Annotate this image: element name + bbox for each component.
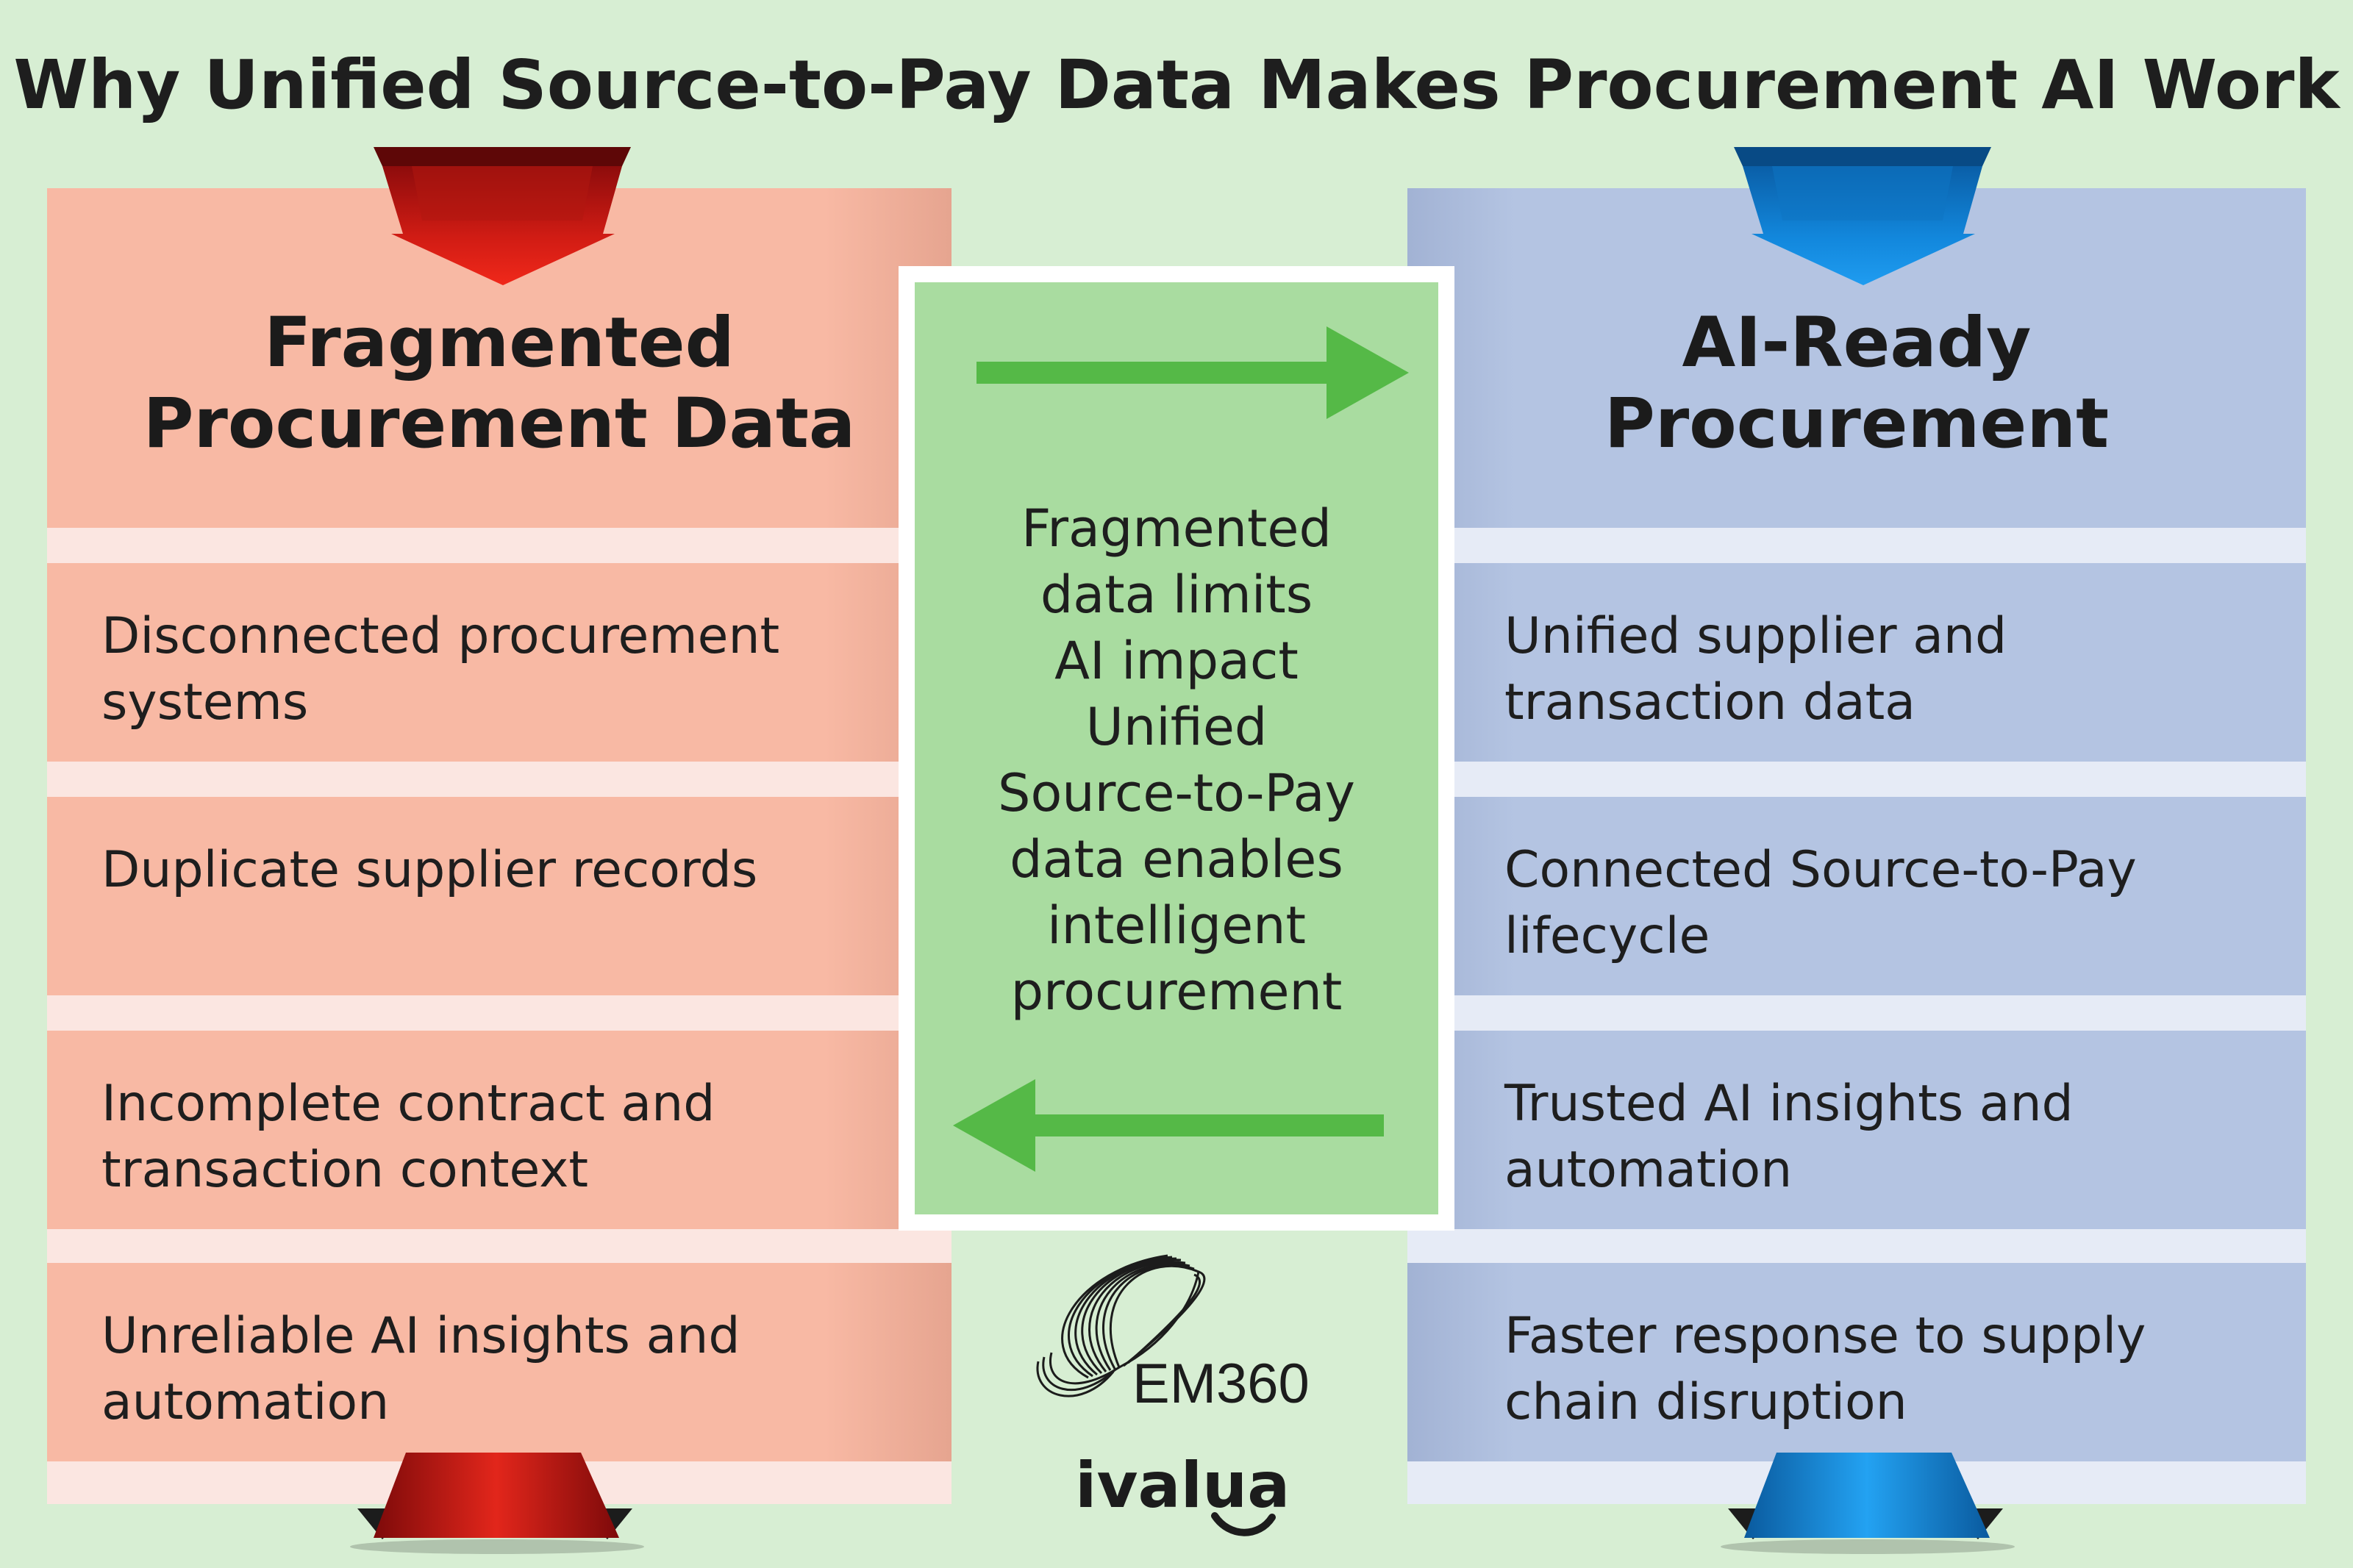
ai-ready-heading-line1: AI-Ready: [1682, 303, 2032, 383]
red-ribbon-fold-icon: [350, 1453, 644, 1554]
ai-ready-item-2: Connected Source-to-Pay lifecycle: [1407, 797, 2306, 995]
right-arrow-icon: [976, 326, 1409, 419]
fragmented-item-1-line1: Disconnected procurement: [101, 607, 780, 665]
center-line-1: Fragmented: [1021, 498, 1332, 559]
fragmented-item-1: Disconnected procurement systems: [47, 563, 951, 762]
center-line-8: procurement: [1010, 962, 1343, 1022]
left-arrow-icon: [953, 1079, 1384, 1172]
center-line-3: AI impact: [1054, 631, 1299, 691]
fragmented-item-3-line2: transaction context: [101, 1141, 589, 1199]
center-line-2: data limits: [1040, 565, 1313, 625]
ai-ready-item-3: Trusted AI insights and automation: [1407, 1031, 2306, 1229]
fragmented-heading-line1: Fragmented: [264, 303, 735, 383]
ai-ready-item-4-line1: Faster response to supply: [1504, 1307, 2146, 1365]
ai-ready-item-2-line1: Connected Source-to-Pay: [1504, 841, 2137, 899]
ivalua-smile-icon: [1211, 1512, 1276, 1536]
center-line-5: Source-to-Pay: [998, 763, 1355, 823]
center-transition-box: Fragmented data limits AI impact Unified…: [899, 266, 1454, 1231]
fragmented-item-1-line2: systems: [101, 673, 309, 731]
center-line-6: data enables: [1010, 829, 1343, 889]
blue-down-arrow-ribbon-icon: [1734, 147, 1991, 285]
center-line-4: Unified: [1085, 697, 1268, 757]
center-message: Fragmented data limits AI impact Unified…: [915, 495, 1438, 1025]
fragmented-heading-line2: Procurement Data: [143, 384, 856, 464]
fragmented-item-4: Unreliable AI insights and automation: [47, 1263, 951, 1461]
ai-ready-item-3-line1: Trusted AI insights and: [1504, 1075, 2074, 1133]
ai-ready-item-1-line1: Unified supplier and: [1504, 607, 2007, 665]
fragmented-item-4-line1: Unreliable AI insights and: [101, 1307, 740, 1365]
fragmented-item-3: Incomplete contract and transaction conte…: [47, 1031, 951, 1229]
ai-ready-heading-line2: Procurement: [1604, 384, 2110, 464]
page-title: Why Unified Source-to-Pay Data Makes Pro…: [13, 46, 2340, 124]
fragmented-item-3-line1: Incomplete contract and: [101, 1075, 715, 1133]
fragmented-item-2-line1: Duplicate supplier records: [101, 841, 758, 899]
fragmented-item-4-line2: automation: [101, 1373, 390, 1431]
em360-logo-mark: [1036, 1254, 1206, 1397]
ai-ready-item-4-line2: chain disruption: [1504, 1373, 1907, 1431]
fragmented-item-2: Duplicate supplier records: [47, 797, 951, 995]
ai-ready-item-2-line2: lifecycle: [1504, 907, 1710, 965]
ai-ready-item-1-line2: transaction data: [1504, 673, 1915, 731]
center-transition-inner: Fragmented data limits AI impact Unified…: [915, 282, 1438, 1214]
ai-ready-item-3-line2: automation: [1504, 1141, 1793, 1199]
blue-ribbon-fold-icon: [1721, 1453, 2015, 1554]
ivalua-logo-text: ivalua: [1075, 1449, 1290, 1522]
red-down-arrow-ribbon-icon: [374, 147, 631, 285]
center-line-7: intelligent: [1047, 895, 1306, 956]
ai-ready-item-4: Faster response to supply chain disruptio…: [1407, 1263, 2306, 1461]
ai-ready-item-1: Unified supplier and transaction data: [1407, 563, 2306, 762]
em360-logo-text: EM360: [1132, 1353, 1310, 1415]
